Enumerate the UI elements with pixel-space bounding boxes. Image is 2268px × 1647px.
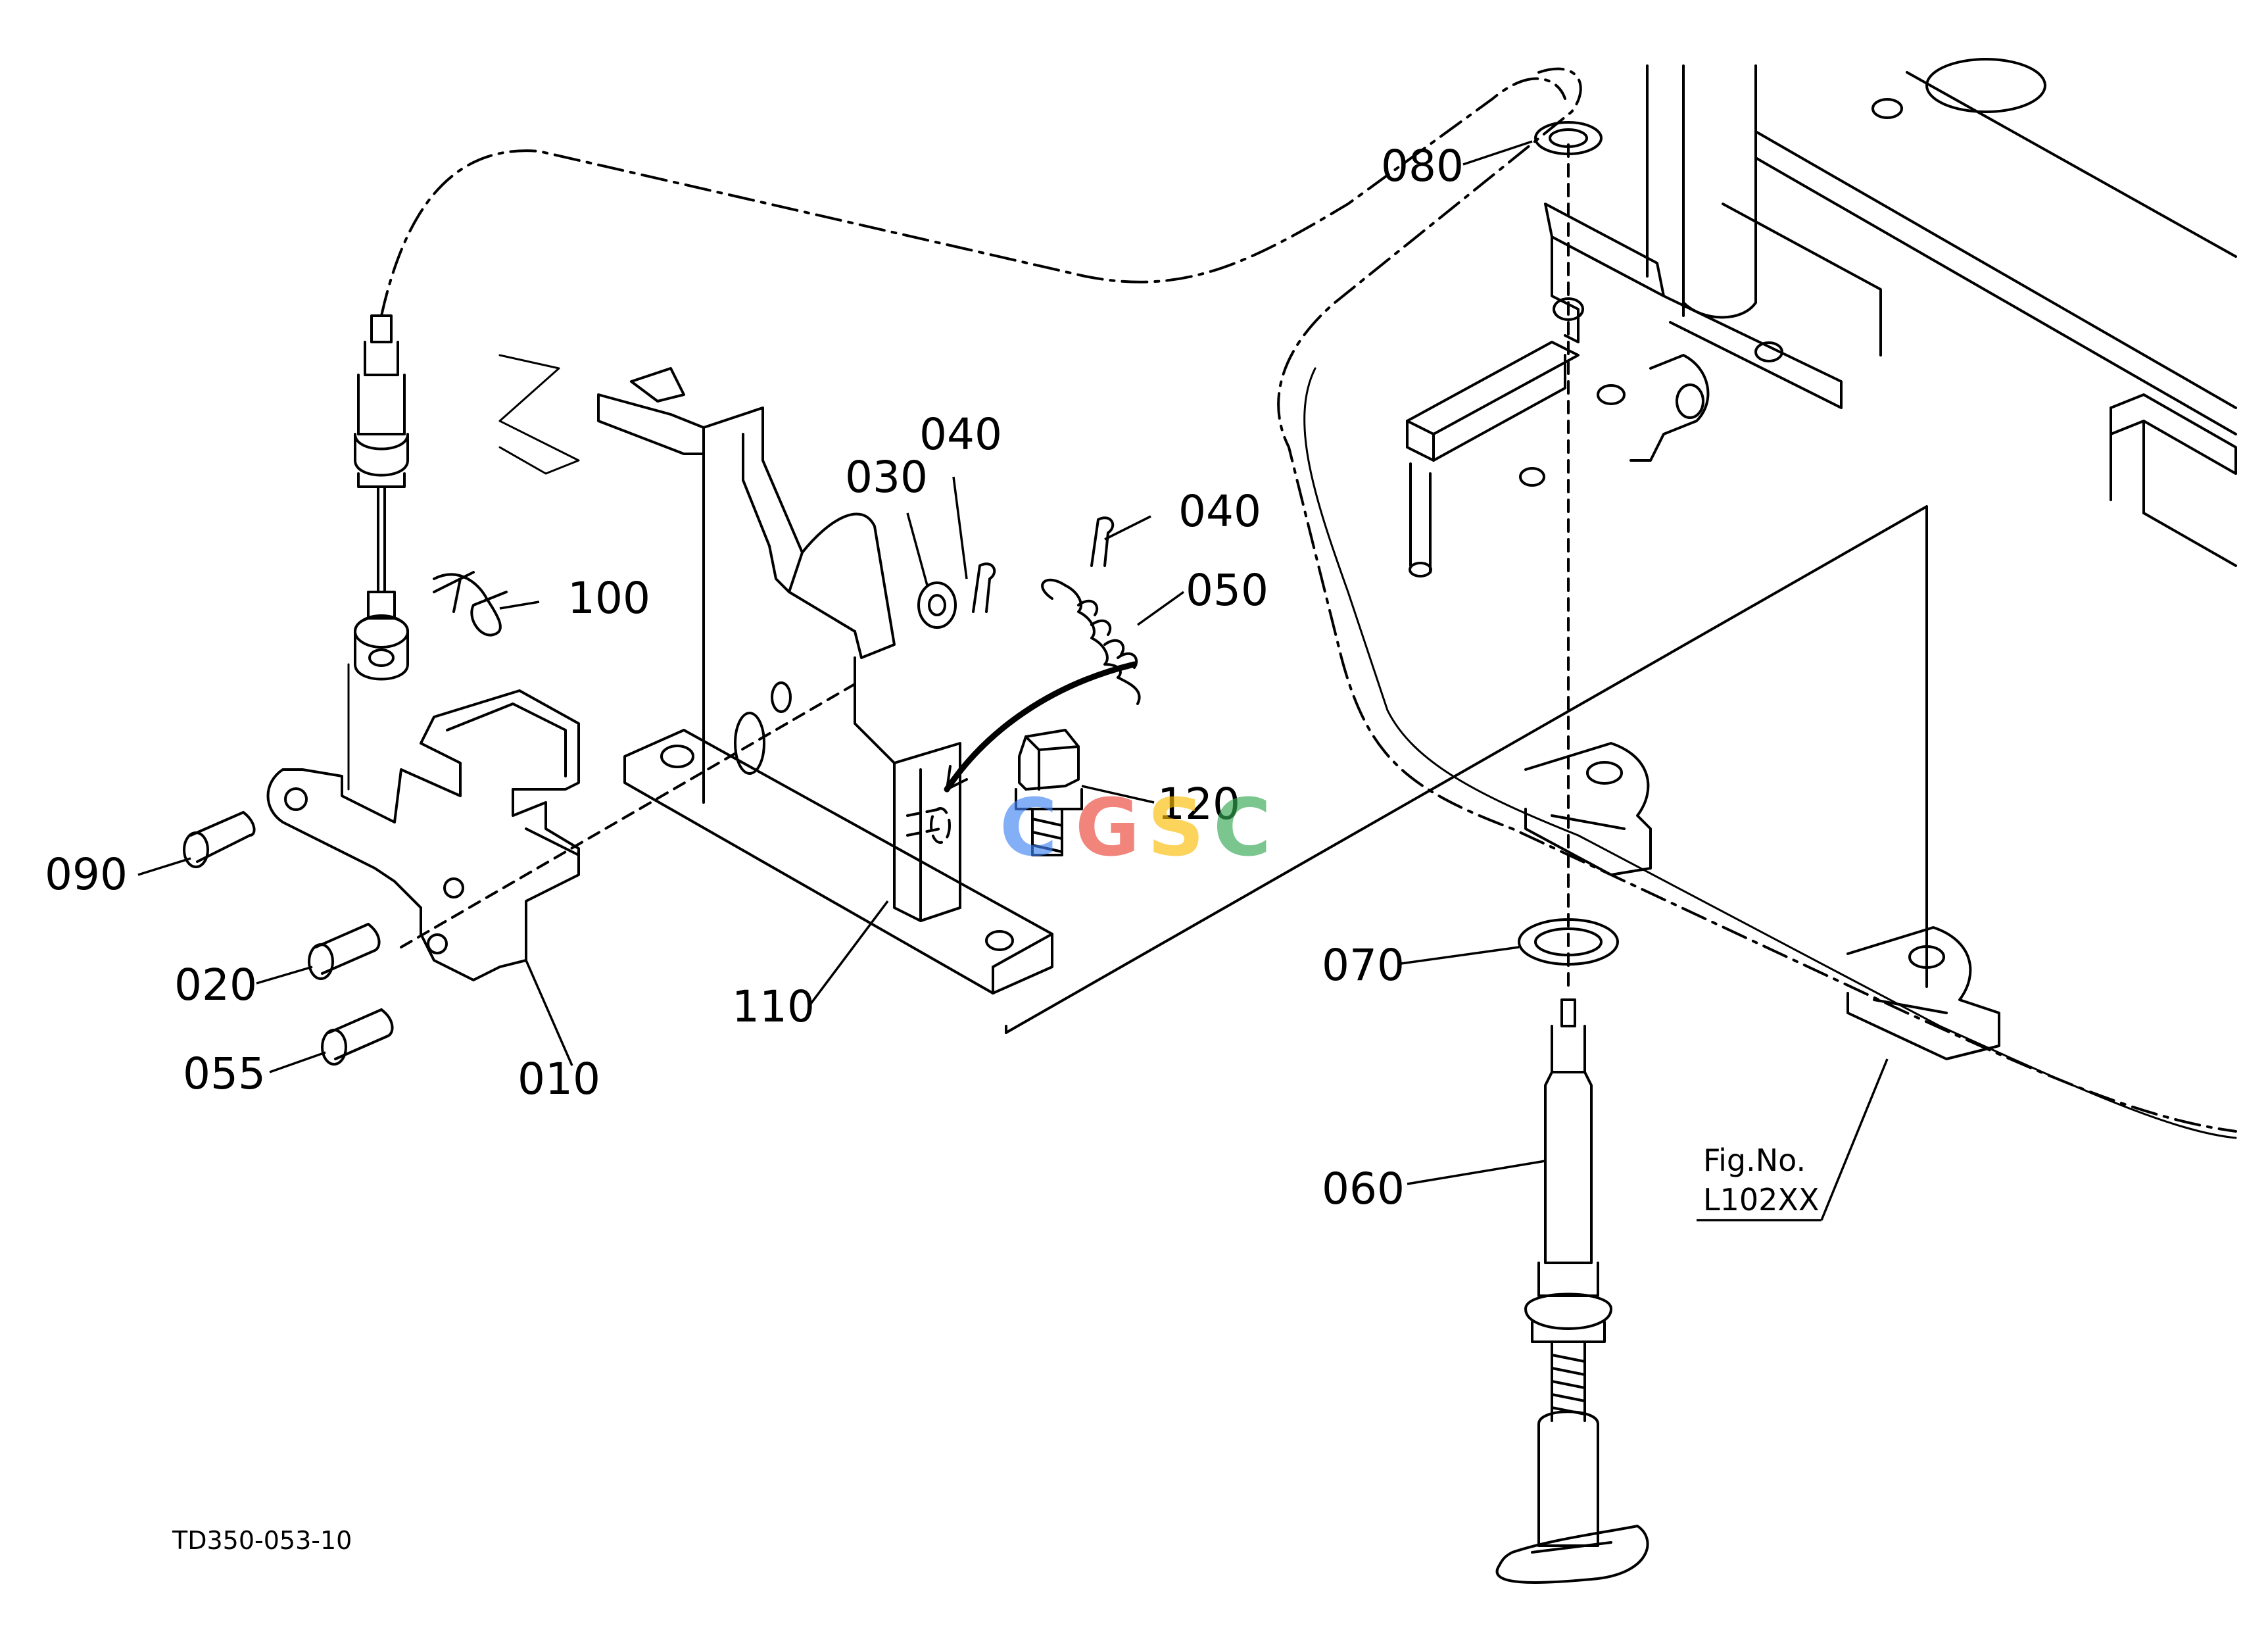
callout-070: 070	[1322, 940, 1405, 991]
bracket-110	[597, 367, 1053, 995]
lever-plate-010	[266, 683, 856, 981]
watermark-letter-2: G	[1075, 783, 1140, 874]
split-pin-100	[433, 571, 508, 637]
figure-reference: Fig.No. L102XX	[1703, 1143, 1819, 1217]
callout-090: 090	[45, 849, 128, 900]
fig-number: L102XX	[1703, 1182, 1819, 1217]
callout-010: 010	[518, 1054, 600, 1104]
watermark-letter-3: S	[1147, 783, 1204, 874]
clevis-pins	[183, 811, 394, 1066]
fig-label: Fig.No.	[1703, 1143, 1806, 1178]
watermark-letter-1: C	[1000, 783, 1057, 874]
callout-080: 080	[1381, 141, 1464, 191]
callout-100: 100	[567, 573, 650, 624]
spring-hardware	[917, 516, 1141, 793]
cable-end-link	[347, 314, 580, 791]
callout-030: 030	[845, 452, 928, 503]
callout-120: 120	[1157, 779, 1240, 829]
callout-040-upper: 040	[919, 409, 1002, 460]
callout-020: 020	[174, 960, 257, 1010]
chassis-frame	[1005, 58, 2237, 1139]
watermark-logo: C G S C	[1000, 783, 1271, 874]
bolt-120	[1015, 729, 1083, 856]
callout-040-lower: 040	[1178, 486, 1261, 537]
callout-labels: 010 020 030 040 040 050 055 060 070 080 …	[45, 141, 1464, 1214]
drawing-code: TD350-053-10	[172, 1526, 352, 1555]
throttle-cable	[380, 77, 1603, 988]
pull-handle-cable	[1495, 918, 1649, 1584]
callout-060: 060	[1322, 1164, 1405, 1214]
watermark-letter-4: C	[1213, 783, 1271, 874]
callout-055: 055	[183, 1048, 266, 1099]
leader-lines	[137, 140, 1889, 1221]
callout-110: 110	[732, 981, 815, 1032]
callout-050: 050	[1186, 565, 1268, 616]
